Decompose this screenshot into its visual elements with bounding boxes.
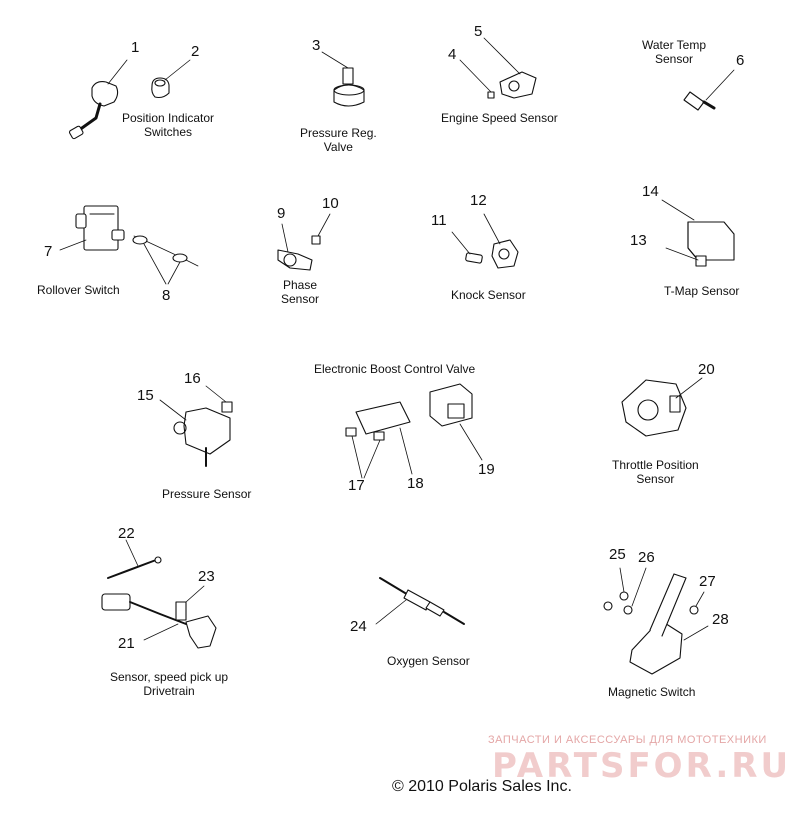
part-position-switch-2 (151, 59, 191, 99)
callout-18: 18 (407, 475, 424, 492)
callout-4: 4 (448, 46, 457, 63)
callout-21: 21 (118, 635, 135, 652)
part-rollover-switch (59, 205, 125, 251)
callout-27: 27 (699, 573, 716, 590)
callout-17: 17 (348, 477, 365, 494)
watermark-tagline: ЗАПЧАСТИ И АКСЕССУАРЫ ДЛЯ МОТОТЕХНИКИ (488, 734, 767, 746)
part-engine-speed-sensor (459, 37, 537, 99)
callout-11: 11 (431, 212, 447, 229)
callout-19: 19 (478, 461, 495, 478)
label-pressure-sensor: Pressure Sensor (162, 487, 252, 501)
part-water-temp-sensor (683, 69, 735, 111)
callout-20: 20 (698, 361, 715, 378)
label-magnetic-switch: Magnetic Switch (608, 685, 696, 699)
part-boost-control-valve (345, 383, 483, 479)
callout-14: 14 (642, 183, 659, 200)
label-pressure-reg: Pressure Reg.Valve (300, 126, 377, 154)
part-speed-pickup-sensor (101, 539, 217, 649)
label-rollover: Rollover Switch (37, 283, 120, 297)
part-throttle-position-sensor (621, 377, 703, 437)
part-oxygen-sensor (375, 577, 465, 625)
part-pressure-reg-valve (321, 51, 365, 107)
label-engine-speed: Engine Speed Sensor (441, 111, 558, 125)
callout-16: 16 (184, 370, 201, 387)
callout-1: 1 (131, 39, 140, 56)
copyright-text: © 2010 Polaris Sales Inc. (392, 778, 572, 795)
callout-5: 5 (474, 23, 483, 40)
part-phase-sensor (277, 213, 331, 271)
callout-28: 28 (712, 611, 729, 628)
label-tmap: T-Map Sensor (664, 284, 740, 298)
callout-24: 24 (350, 618, 367, 635)
callout-26: 26 (638, 549, 655, 566)
label-oxygen: Oxygen Sensor (387, 654, 470, 668)
callout-25: 25 (609, 546, 626, 563)
callout-3: 3 (312, 37, 321, 54)
part-tmap-sensor (661, 199, 735, 267)
callout-9: 9 (277, 205, 286, 222)
callout-22: 22 (118, 525, 135, 542)
callout-23: 23 (198, 568, 215, 585)
part-knock-sensor (451, 213, 519, 269)
callout-13: 13 (630, 232, 647, 249)
part-pressure-sensor (159, 385, 233, 467)
label-knock: Knock Sensor (451, 288, 526, 302)
callout-10: 10 (322, 195, 339, 212)
part-rollover-terminals (132, 235, 199, 285)
part-magnetic-switch (603, 567, 709, 675)
callout-2: 2 (191, 43, 200, 60)
callout-8: 8 (162, 287, 171, 304)
callout-7: 7 (44, 243, 53, 260)
label-boost-valve: Electronic Boost Control Valve (314, 362, 476, 376)
callout-15: 15 (137, 387, 154, 404)
callout-6: 6 (736, 52, 745, 69)
callout-12: 12 (470, 192, 487, 209)
watermark-logo: PARTSFOR.RU (492, 746, 792, 786)
part-position-switch-1 (68, 59, 128, 140)
